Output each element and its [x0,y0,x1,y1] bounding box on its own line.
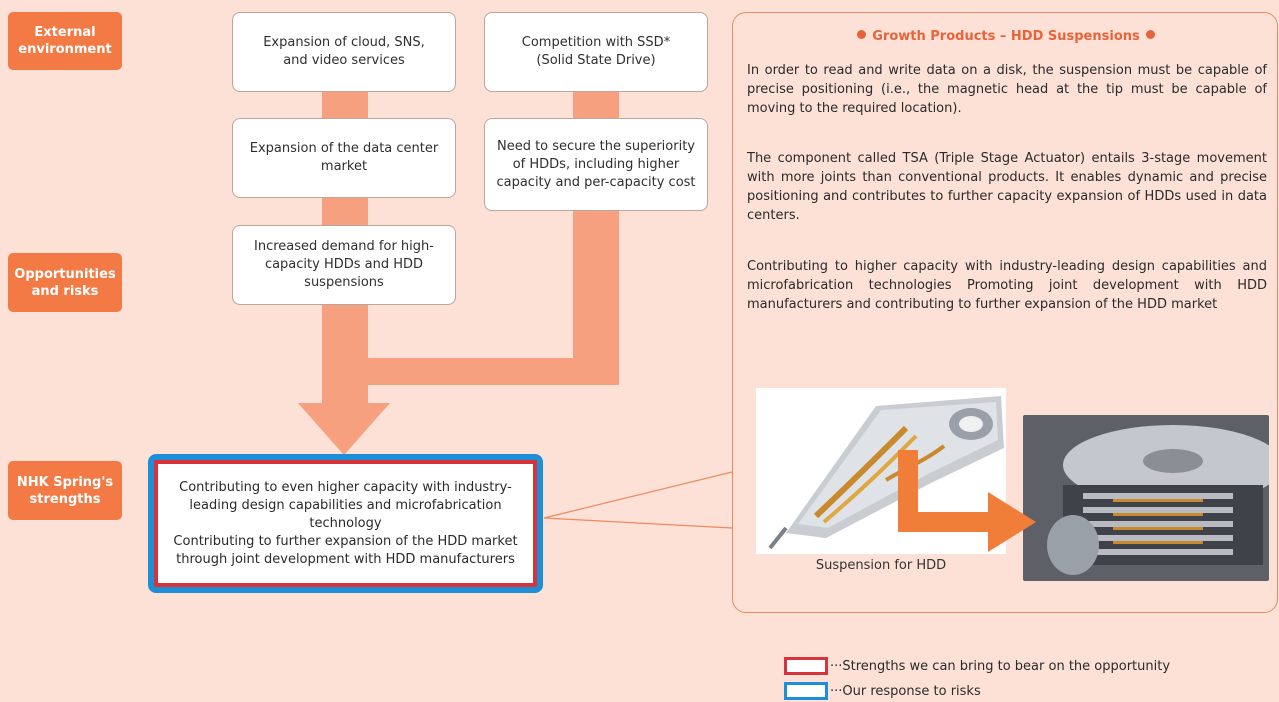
hdd-photo [1023,415,1269,581]
panel-title: Growth Products – HDD Suspensions [733,29,1279,44]
flow-box-increased-demand: Increased demand for high- capacity HDDs… [232,225,456,305]
flow-arrow-connector [345,358,619,385]
panel-paragraph: In order to read and write data on a dis… [747,63,1267,116]
category-strengths: NHK Spring's strengths [8,461,122,520]
callout-wedge [543,471,733,529]
flow-box-ssd-competition: Competition with SSD* (Solid State Drive… [484,12,708,92]
panel-paragraph: The component called TSA (Triple Stage A… [747,151,1267,223]
legend-risks: ···Our response to risks [784,682,981,700]
growth-products-panel: Growth Products – HDD Suspensions In ord… [732,12,1278,613]
flow-box-cloud-services: Expansion of cloud, SNS, and video servi… [232,12,456,92]
legend-swatch-red [784,657,828,675]
category-label: NHK Spring's strengths [16,474,114,507]
legend-label: ···Strengths we can bring to bear on the… [830,658,1171,674]
flow-box-hdd-superiority: Need to secure the superiority of HDDs, … [484,118,708,211]
category-external-environment: External environment [8,12,122,70]
category-label: Opportunities and risks [14,266,116,299]
flow-arrowhead [298,403,390,455]
bullet-dot-icon [857,30,867,39]
photo-caption: Suspension for HDD [815,558,947,573]
orange-arrow-icon [898,450,1036,552]
legend-label: ···Our response to risks [830,683,981,699]
category-label: External environment [18,25,112,57]
panel-paragraph: Contributing to higher capacity with ind… [747,259,1267,312]
strengths-box: Contributing to even higher capacity wit… [148,454,543,593]
strengths-box-inner: Contributing to even higher capacity wit… [154,460,537,587]
category-opportunities-risks: Opportunities and risks [8,253,122,312]
flow-box-data-center: Expansion of the data center market [232,118,456,198]
legend-strengths: ···Strengths we can bring to bear on the… [784,657,1170,675]
legend-swatch-blue [784,682,828,700]
bullet-dot-icon [1145,30,1155,39]
